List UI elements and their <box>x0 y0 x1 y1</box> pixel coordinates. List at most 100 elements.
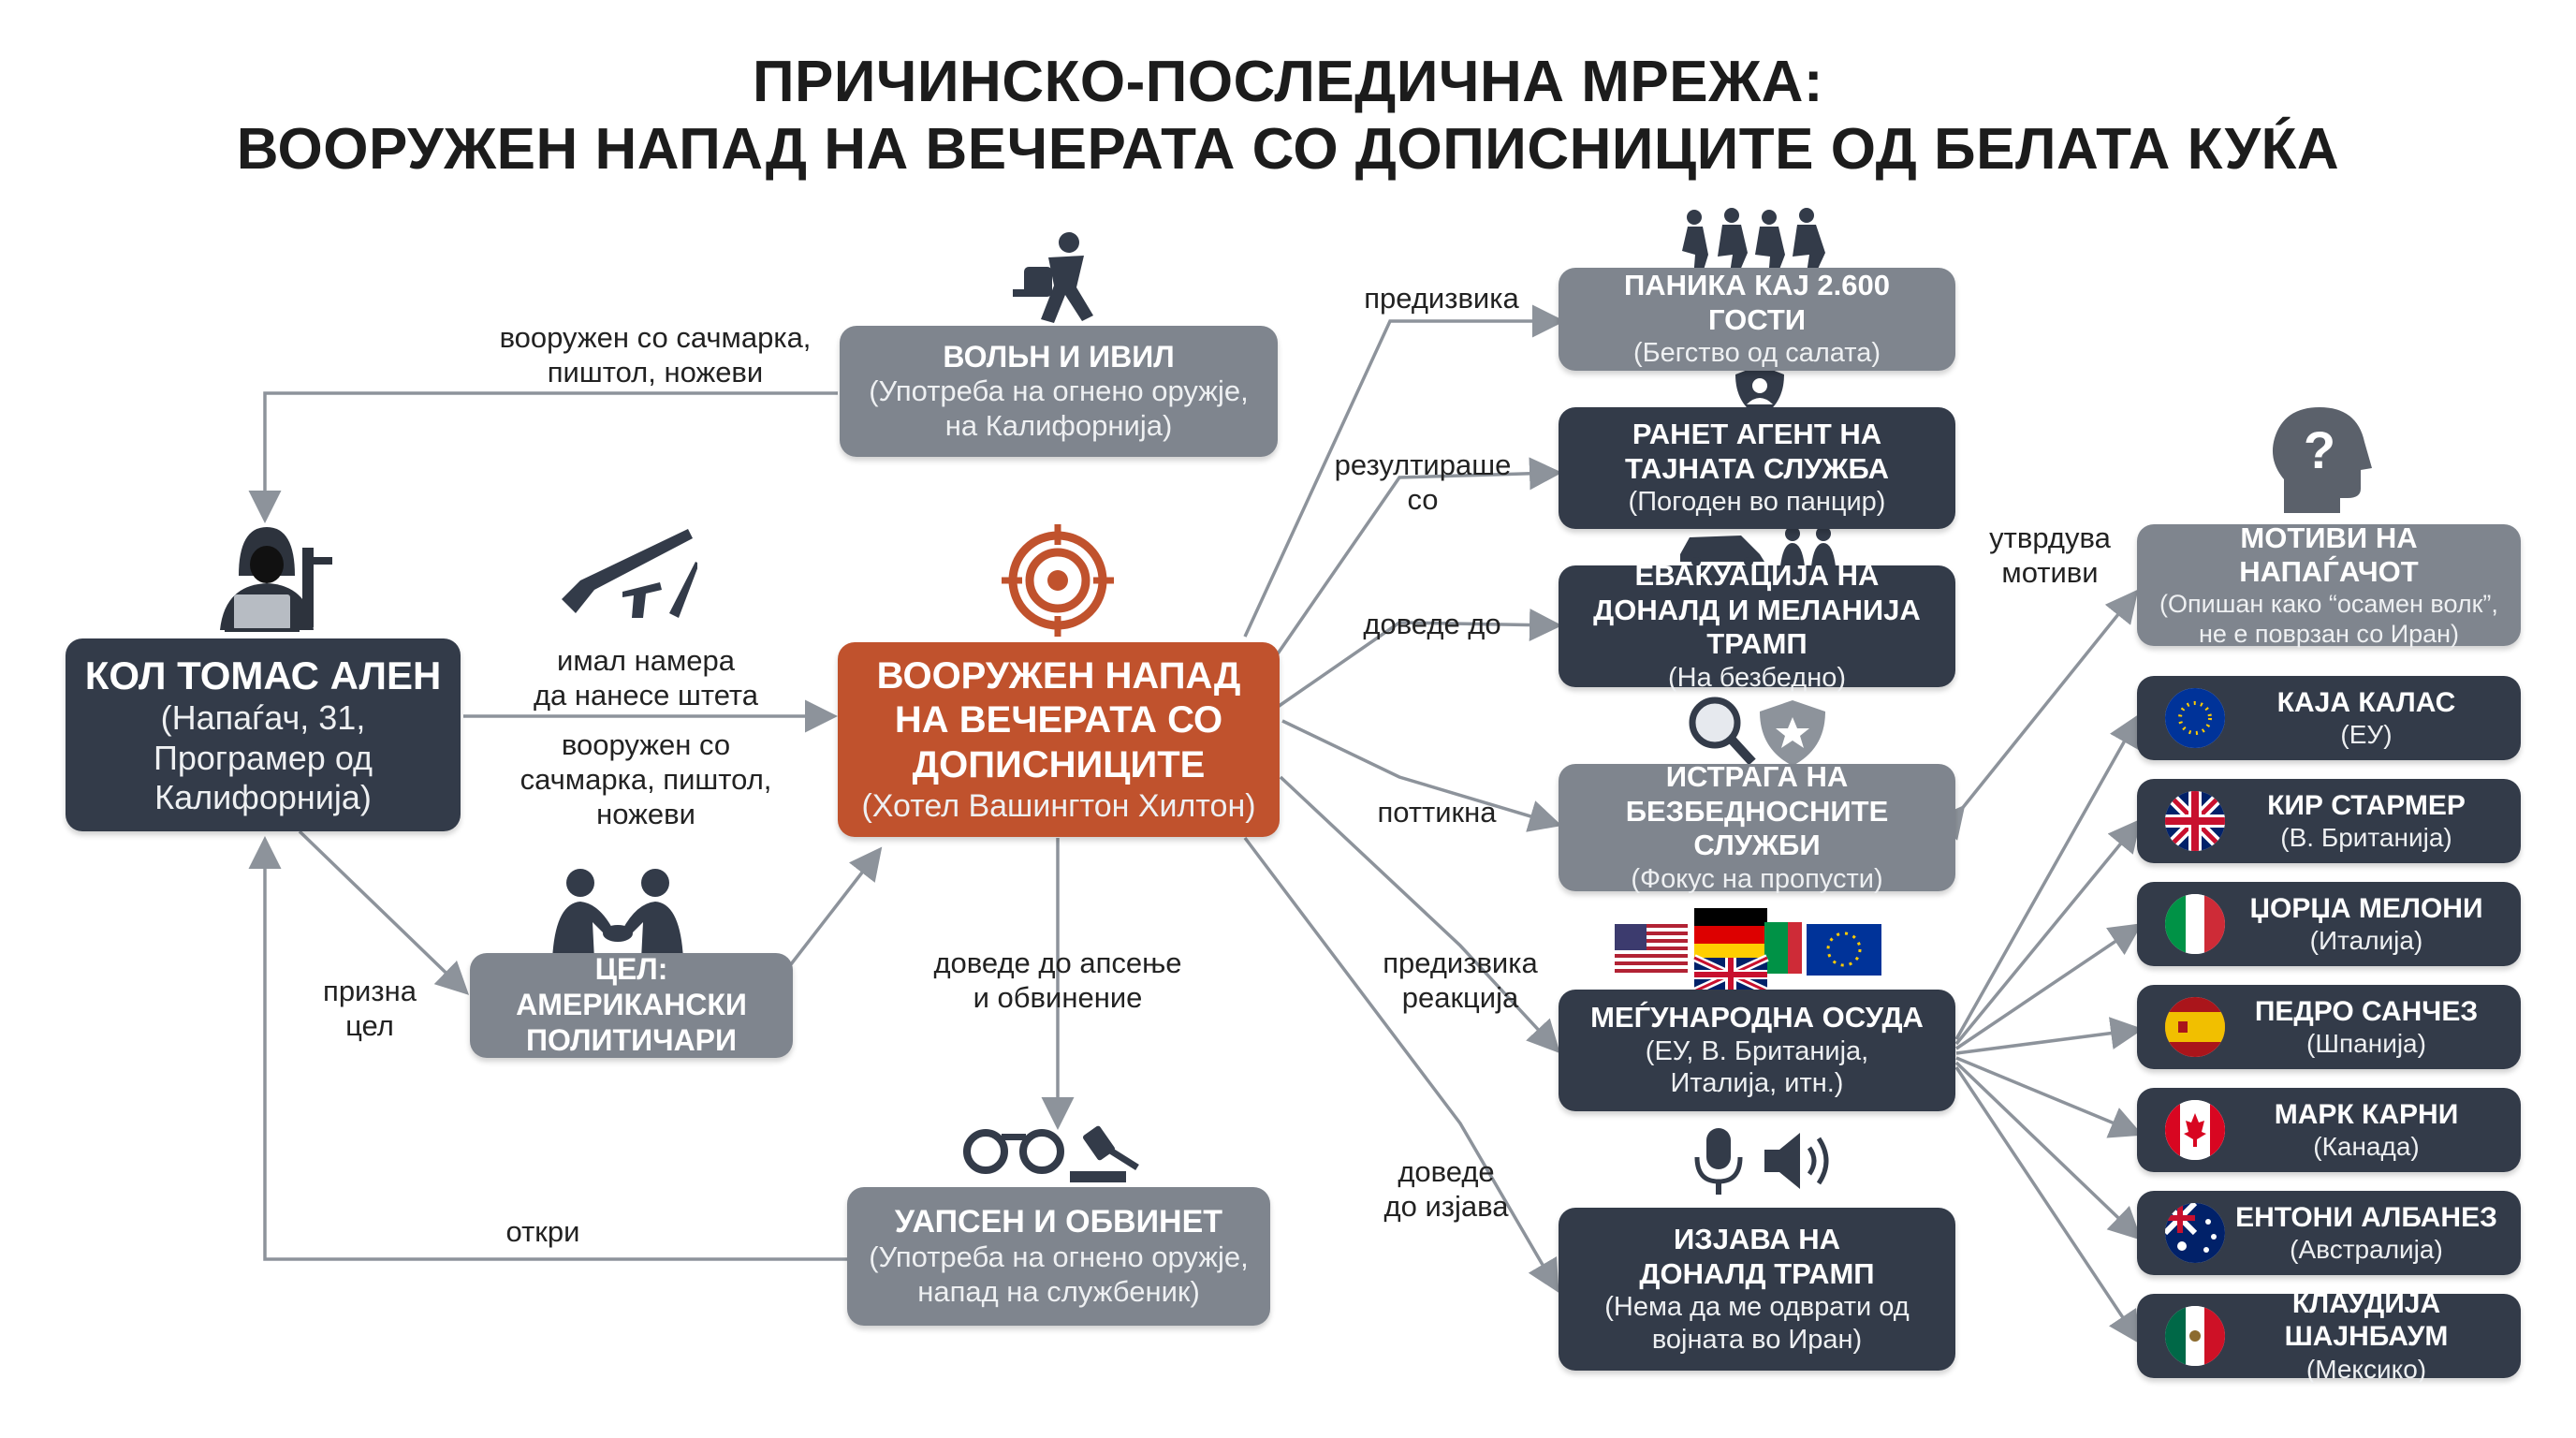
australia-flag-icon <box>2165 1203 2225 1263</box>
node-attacker-title: КОЛ ТОМАС АЛЕН <box>84 653 442 697</box>
italy-flag-icon <box>2165 894 2225 954</box>
label-led-to: доведе до <box>1363 608 1501 640</box>
car-family-icon <box>1680 526 1836 566</box>
leader-country: (ЕУ) <box>2340 720 2393 750</box>
label-led-arrest: доведе до апсење и обвинение <box>933 946 1182 1015</box>
svg-text:?: ? <box>2304 420 2335 479</box>
label-intent: имал намера да нанесе штета <box>533 644 759 712</box>
arrow-attack-to-statement <box>1243 836 1559 1294</box>
canada-flag-icon <box>2165 1100 2225 1160</box>
leader-albanese[interactable]: ЕНТОНИ АЛБАНЕЗ (Австралија) <box>2137 1191 2521 1275</box>
leader-carney[interactable]: МАРК КАРНИ (Канада) <box>2137 1088 2521 1172</box>
leader-country: (Италија) <box>2309 926 2423 956</box>
leader-starmer[interactable]: КИР СТАРМЕР (В. Британија) <box>2137 779 2521 863</box>
page-title-line2: ВООРУЖЕН НАПАД НА ВЕЧЕРАТА СО ДОПИСНИЦИТ… <box>236 117 2340 182</box>
handshake-icon <box>552 869 683 960</box>
node-panic-sub: (Бегство од салата) <box>1632 338 1881 369</box>
flags-icon <box>1615 908 1881 992</box>
leader-name: КАЈА КАЛАС <box>2276 686 2456 718</box>
arrow-condemn-to-starmer <box>1954 818 2142 1046</box>
node-condemn-sub: (ЕУ, В. Британија, Италија, итн.) <box>1645 1036 1869 1099</box>
uk-flag-icon <box>2165 791 2225 851</box>
leader-name: КИР СТАРМЕР <box>2267 789 2466 821</box>
arrow-condemn-to-meloni <box>1955 923 2143 1050</box>
arrow-investigation-motives <box>1931 589 2139 841</box>
node-agent-title: РАНЕТ АГЕНТ НА ТАЈНАТА СЛУЖБА <box>1625 418 1889 485</box>
node-statement[interactable]: ИЗЈАВА НА ДОНАЛД ТРАМП (Нема да ме одвра… <box>1559 1208 1955 1371</box>
node-statement-sub: (Нема да ме одврати од војната во Иран) <box>1604 1292 1910 1355</box>
leader-sheinbaum[interactable]: КЛАУДИЈА ШАЈНБАУМ (Мексико) <box>2137 1288 2521 1384</box>
node-investigation[interactable]: ИСТРАГА НА БЕЗБЕДНОСНИТЕ СЛУЖБИ (Фокус н… <box>1559 760 1955 894</box>
leader-sanchez[interactable]: ПЕДРО САНЧЕЗ (Шпанија) <box>2137 985 2521 1069</box>
node-investigation-title: ИСТРАГА НА БЕЗБЕДНОСНИТЕ СЛУЖБИ <box>1625 760 1889 862</box>
node-condemn-title: МЕЃУНАРОДНА ОСУДА <box>1590 1001 1924 1034</box>
node-attack-title: ВООРУЖЕН НАПАД НА ВЕЧЕРАТА СО ДОПИСНИЦИТ… <box>876 655 1241 785</box>
eu-flag-icon <box>2165 688 2225 748</box>
leader-country: (Шпанија) <box>2306 1029 2426 1059</box>
node-attack[interactable]: ВООРУЖЕН НАПАД НА ВЕЧЕРАТА СО ДОПИСНИЦИТ… <box>838 642 1280 837</box>
label-confirmed: утврдува мотиви <box>1989 521 2111 590</box>
handcuffs-gavel-icon <box>963 1125 1139 1182</box>
label-armed-top: вооружен со сачмарка, пиштол, ножеви <box>499 321 812 389</box>
arrow-attack-to-panic <box>1243 304 1565 638</box>
node-motives-sub: (Опишан како “осамен волк”, не е поврзан… <box>2159 589 2498 648</box>
node-agent[interactable]: РАНЕТ АГЕНТ НА ТАЈНАТА СЛУЖБА (Погоден в… <box>1559 407 1955 529</box>
microphone-speaker-icon <box>1694 1128 1829 1195</box>
magnifier-badge-icon <box>1689 697 1825 766</box>
arrow-attack-to-condemn <box>1279 775 1560 1054</box>
label-resulted: резултираше со <box>1334 448 1512 517</box>
node-condemn[interactable]: МЕЃУНАРОДНА ОСУДА (ЕУ, В. Британија, Ита… <box>1559 990 1955 1111</box>
leader-name: ПЕДРО САНЧЕЗ <box>2254 995 2479 1027</box>
leader-name: КЛАУДИЈА ШАЈНБАУМ <box>2284 1288 2449 1353</box>
arrow-attack-to-agent <box>1262 457 1562 675</box>
target-crosshair-icon <box>1002 524 1114 637</box>
label-prompted: поттикна <box>1377 796 1497 829</box>
node-target[interactable]: ЦЕЛ: АМЕРИКАНСКИ ПОЛИТИЧАРИ <box>470 952 793 1058</box>
arrow-arrested-to-attacker <box>248 836 847 1261</box>
mexico-flag-icon <box>2165 1306 2225 1366</box>
leader-meloni[interactable]: ЏОРЏА МЕЛОНИ (Италија) <box>2137 882 2521 966</box>
node-motives[interactable]: МОТИВИ НА НАПАЃАЧОТ (Опишан како “осамен… <box>2137 521 2521 648</box>
node-attack-sub: (Хотел Вашингтон Хилтон) <box>861 787 1256 824</box>
arrow-attacker-to-target <box>298 829 470 995</box>
thief-running-icon <box>1013 232 1093 323</box>
arrow-attack-to-investigation <box>1281 719 1562 832</box>
label-provoked: предизвика <box>1364 282 1519 315</box>
node-arrested-sub: (Употреба на огнено оружје, напад на слу… <box>869 1240 1249 1309</box>
node-wolven[interactable]: ВОЛЬН И ИВИЛ (Употреба на огнено оружје,… <box>840 326 1278 457</box>
leader-country: (Мексико) <box>2305 1354 2427 1384</box>
leader-name: МАРК КАРНИ <box>2274 1098 2459 1130</box>
leader-name: ЕНТОНИ АЛБАНЕЗ <box>2235 1201 2497 1233</box>
crowd-fleeing-icon <box>1682 208 1825 279</box>
node-arrested[interactable]: УАПСЕН И ОБВИНЕТ (Употреба на огнено ору… <box>847 1187 1270 1326</box>
head-question-icon: ? <box>2272 407 2372 513</box>
hacker-icon <box>220 527 332 632</box>
arrow-target-to-attack <box>789 846 883 966</box>
arrow-condemn-to-sanchez <box>1955 1017 2144 1055</box>
node-wolven-sub: (Употреба на огнено оружје, на Калифорни… <box>869 374 1249 442</box>
node-motives-title: МОТИВИ НА НАПАЃАЧОТ <box>2239 521 2419 589</box>
arrow-wolven-to-attacker <box>248 391 838 523</box>
spain-flag-icon <box>2165 997 2225 1057</box>
label-provoked-reaction: предизвика реакција <box>1383 946 1538 1015</box>
leader-country: (В. Британија) <box>2280 823 2452 853</box>
node-panic[interactable]: ПАНИКА КАЈ 2.600 ГОСТИ (Бегство од салат… <box>1559 268 1955 371</box>
arrow-condemn-to-albanese <box>1954 1061 2143 1240</box>
node-evac-title: ЕВАКУАЦИЈА НА ДОНАЛД И МЕЛАНИЈА ТРАМП <box>1593 559 1921 661</box>
node-target-title: ЦЕЛ: АМЕРИКАНСКИ ПОЛИТИЧАРИ <box>516 952 747 1057</box>
arrow-condemn-to-sheinbaum <box>1954 1066 2141 1344</box>
label-admitted: призна цел <box>323 975 417 1043</box>
label-discovered: откри <box>505 1215 580 1248</box>
shield-agent-icon <box>1735 365 1784 418</box>
node-attacker-sub: (Напаѓач, 31, Програмер од Калифорнија) <box>153 698 373 816</box>
node-arrested-title: УАПСЕН И ОБВИНЕТ <box>894 1204 1223 1240</box>
leader-kallas[interactable]: КАЈА КАЛАС (ЕУ) <box>2137 676 2521 760</box>
node-evac[interactable]: ЕВАКУАЦИЈА НА ДОНАЛД И МЕЛАНИЈА ТРАМП (Н… <box>1559 559 1955 693</box>
arrow-attack-to-evac <box>1277 608 1562 709</box>
leader-country: (Австралија) <box>2290 1235 2443 1265</box>
label-armed-mid: вооружен со сачмарка, пиштол, ножеви <box>520 728 772 831</box>
node-evac-sub: (На безбедно) <box>1667 662 1847 693</box>
node-wolven-title: ВОЛЬН И ИВИЛ <box>943 339 1175 374</box>
node-attacker[interactable]: КОЛ ТОМАС АЛЕН (Напаѓач, 31, Програмер о… <box>66 638 461 831</box>
